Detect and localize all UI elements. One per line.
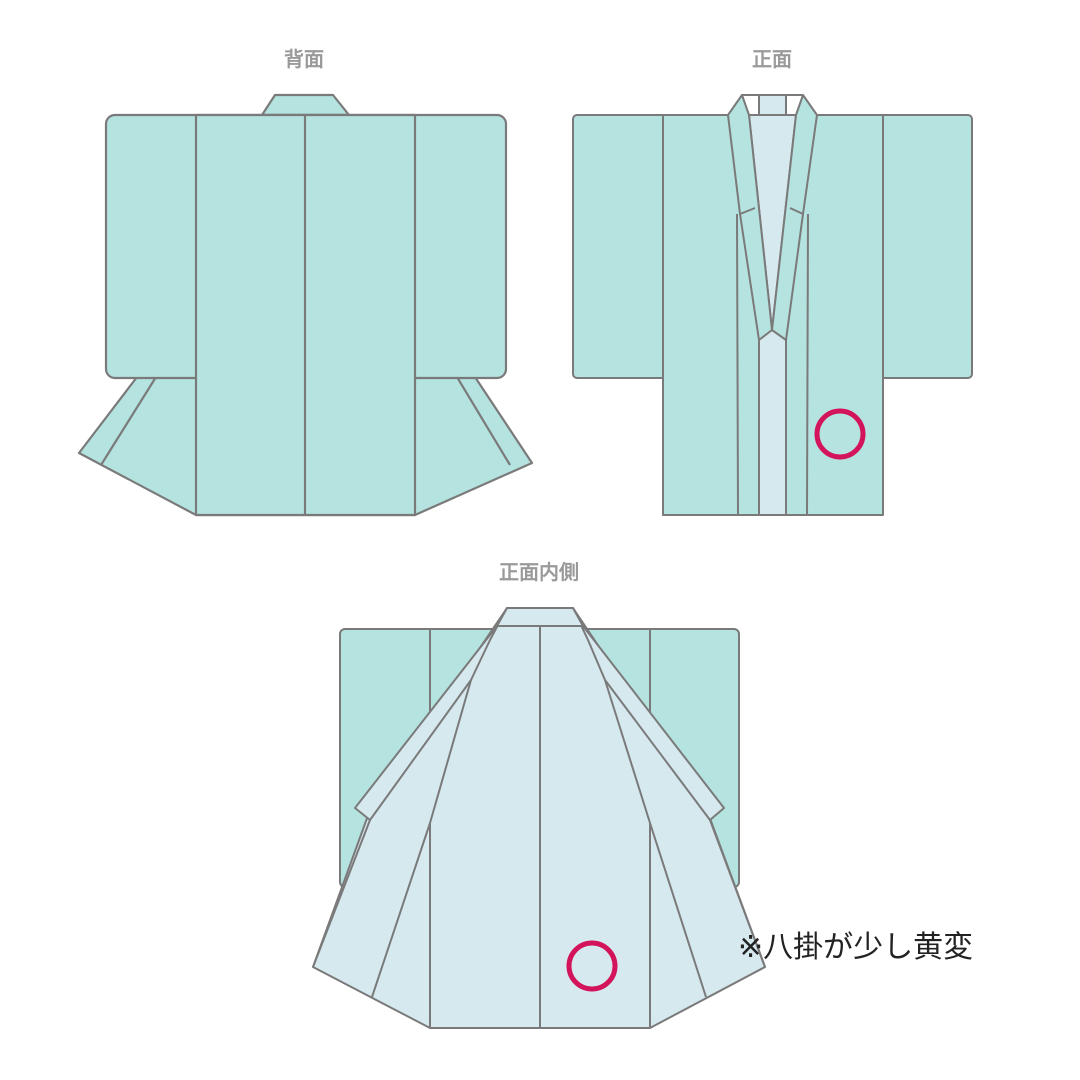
front-damage-marker [814, 408, 866, 460]
inside-damage-marker [566, 940, 618, 992]
back-collar [260, 93, 351, 117]
back-view: 背面 [77, 47, 534, 517]
front-inside-view-label: 正面内側 [499, 560, 579, 584]
condition-note: ※八掛が少し黄変 [738, 930, 974, 965]
front-view-label: 正面 [752, 47, 792, 71]
front-view: 正面 [572, 47, 973, 516]
front-sleeve-left [572, 114, 674, 379]
front-inside-view: 正面内側 [312, 560, 766, 1029]
inside-neck [496, 607, 584, 627]
back-view-label: 背面 [284, 47, 324, 71]
front-sleeve-right [871, 114, 973, 379]
